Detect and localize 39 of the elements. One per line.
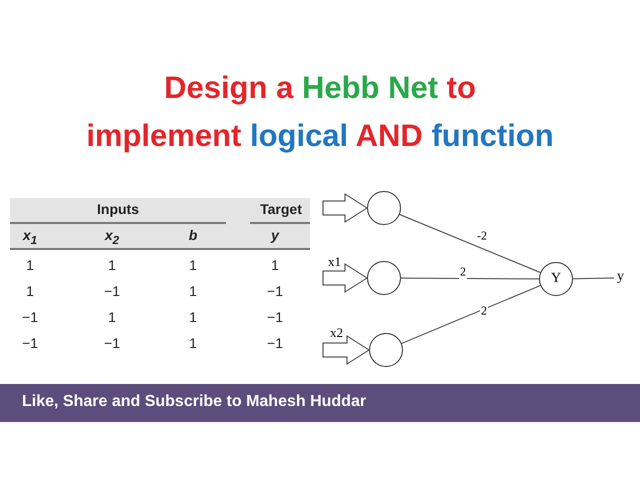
table-cell-text: −1 — [266, 309, 284, 325]
input-label: x1 — [328, 255, 341, 269]
input-label: x2 — [330, 326, 343, 340]
column-group-header: Inputs — [97, 201, 139, 217]
table-cell-text: −1 — [103, 335, 121, 351]
footer-text: Like, Share and Subscribe to Mahesh Huddar — [22, 393, 366, 411]
table-cell-text: −1 — [103, 283, 121, 299]
column-header: x$_{2}$ — [104, 227, 120, 247]
table-cell-text: 1 — [107, 309, 117, 325]
output-line — [572, 278, 614, 280]
title: Design a Hebb Net to implement logical AND function — [85, 69, 555, 155]
neuron-circle — [367, 191, 401, 225]
weight-connection — [401, 285, 541, 344]
table-cell-text: −1 — [21, 335, 39, 351]
input-block-arrow — [322, 335, 370, 365]
table-cell-text: −1 — [266, 283, 284, 299]
column-group-header: Target — [260, 201, 302, 217]
weight-label: 2 — [459, 264, 467, 280]
table-cell-text: 1 — [25, 257, 35, 273]
column-header: b — [188, 227, 198, 243]
table-cell-text: 1 — [25, 283, 35, 299]
input-block-arrow — [322, 263, 368, 293]
neuron-circle — [369, 333, 403, 367]
table-cell-text: 1 — [188, 283, 198, 299]
output-label: y — [617, 268, 624, 286]
weight-connection — [400, 278, 540, 280]
input-block-arrow — [322, 193, 368, 223]
weight-connection — [399, 214, 541, 274]
table-cell-text: 1 — [188, 257, 198, 273]
neuron-circle: Y — [539, 262, 573, 296]
table-cell-text: −1 — [266, 335, 284, 351]
table-cell-text: 1 — [107, 257, 117, 273]
column-header: y — [271, 227, 279, 243]
table-cell-text: 1 — [188, 335, 198, 351]
table-cell-text: 1 — [188, 309, 198, 325]
neuron-circle — [367, 261, 401, 295]
table-cell-text: 1 — [270, 257, 280, 273]
column-header: x$_{1}$ — [22, 227, 38, 247]
table-cell-text: −1 — [21, 309, 39, 325]
